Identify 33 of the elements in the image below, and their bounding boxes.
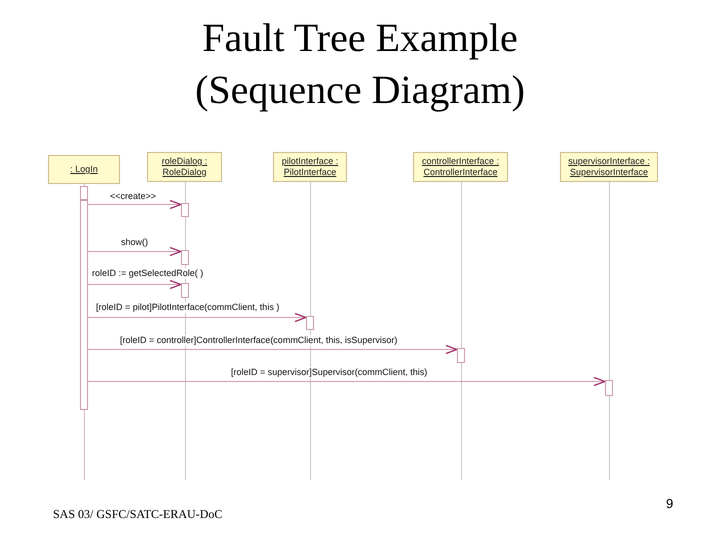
activation-bar bbox=[80, 186, 88, 200]
object-name: pilotInterface : PilotInterface bbox=[280, 156, 340, 178]
message-label: [roleID = pilot]PilotInterface(commClient, this ) bbox=[95, 302, 280, 313]
message-label: roleID := getSelectedRole( ) bbox=[91, 268, 204, 279]
message-arrow bbox=[88, 376, 606, 386]
message-arrow bbox=[88, 344, 458, 354]
page-number: 9 bbox=[666, 496, 674, 511]
object-name: controllerInterface : ControllerInterface bbox=[420, 156, 500, 178]
activation-bar bbox=[306, 316, 314, 330]
message-arrow bbox=[88, 312, 307, 322]
message-arrow bbox=[88, 246, 182, 256]
message-arrow bbox=[88, 280, 182, 290]
object-box bbox=[48, 155, 120, 184]
object-box bbox=[147, 152, 222, 182]
object-name: supervisorInterface : SupervisorInterface bbox=[567, 156, 651, 178]
activation-bar bbox=[181, 250, 189, 265]
footer-text: SAS 03/ GSFC/SATC-ERAU-DoC bbox=[53, 507, 222, 522]
message-label: [roleID = supervisor]Supervisor(commClient, this) bbox=[230, 367, 428, 378]
activation-bar bbox=[457, 348, 465, 363]
slide-title: Fault Tree Example (Sequence Diagram) bbox=[194, 14, 526, 114]
message-label: show() bbox=[120, 237, 150, 248]
object-name: : LogIn bbox=[70, 164, 98, 175]
message-label: [roleID = controller]ControllerInterface(commClient, this, isSupervisor) bbox=[119, 335, 398, 346]
object-box bbox=[273, 152, 347, 182]
message-label: <<create>> bbox=[109, 191, 158, 202]
object-box bbox=[413, 152, 508, 182]
message-arrow bbox=[88, 200, 182, 210]
activation-bar bbox=[80, 200, 88, 410]
activation-bar bbox=[181, 203, 189, 217]
activation-bar bbox=[181, 283, 189, 298]
object-box bbox=[560, 152, 658, 182]
object-name: roleDialog : RoleDialog bbox=[160, 156, 208, 178]
activation-bar bbox=[605, 380, 613, 396]
